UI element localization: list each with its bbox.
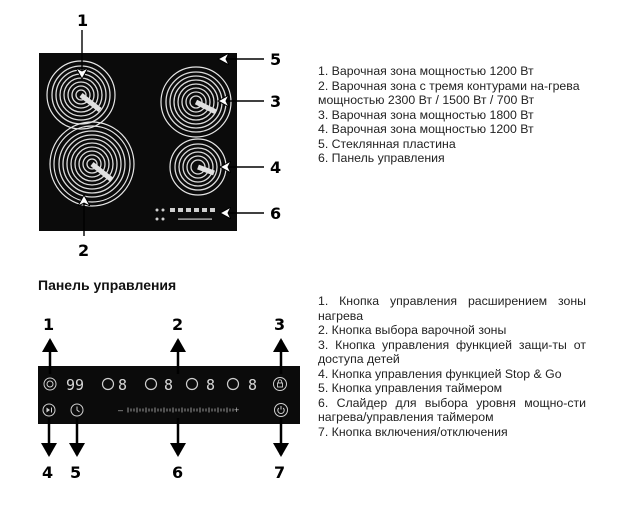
callout-1: 1	[77, 11, 88, 30]
panel-legend: 1. Кнопка управления расширением зоны на…	[318, 294, 586, 439]
power-button[interactable]	[274, 403, 288, 417]
zone-display-3: 8	[206, 376, 215, 394]
panel-legend-item-2: 2. Кнопка выбора варочной зоны	[318, 323, 507, 337]
zone-select-button-4[interactable]	[226, 377, 240, 391]
zone-display-2: 8	[164, 376, 173, 394]
cooktop-legend-item-3: 3. Варочная зона мощностью 1800 Вт	[318, 107, 534, 122]
callout-4: 4	[270, 158, 281, 177]
panel-legend-item-6: 6. Слайдер для выбора уровня мощно-сти н…	[318, 395, 586, 425]
control-panel	[38, 366, 300, 424]
panel-callout-4: 4	[42, 463, 53, 482]
zone-display-4: 8	[248, 376, 257, 394]
panel-callouts: 1 2 3 4 5 6 7	[41, 315, 289, 482]
timer-button[interactable]	[70, 403, 84, 417]
zone-display-1: 8	[118, 376, 127, 394]
callout-3: 3	[270, 92, 281, 111]
panel-callout-7: 7	[274, 463, 285, 482]
cooktop-glass-panel	[39, 53, 237, 231]
cooking-zone-4	[169, 138, 227, 196]
panel-legend-item-7: 7. Кнопка включения/отключения	[318, 424, 508, 439]
zone-select-button-3[interactable]	[185, 377, 199, 391]
child-lock-button[interactable]	[273, 377, 287, 391]
zone-select-button-2[interactable]	[144, 377, 158, 391]
panel-legend-item-5: 5. Кнопка управления таймером	[318, 381, 503, 395]
panel-legend-item-1: 1. Кнопка управления расширением зоны на…	[318, 294, 586, 323]
panel-callout-6: 6	[172, 463, 183, 482]
panel-section-title: Панель управления	[38, 277, 177, 293]
panel-callout-3: 3	[274, 315, 285, 334]
callout-6: 6	[270, 204, 281, 223]
cooktop-legend-item-5: 5. Стеклянная пластина	[318, 136, 456, 151]
cooktop-legend: 1. Варочная зона мощностью 1200 Вт 2. Ва…	[318, 64, 600, 166]
callout-5: 5	[270, 50, 281, 69]
panel-callout-1: 1	[43, 315, 54, 334]
cooktop-callouts: 1 2 3 4 5 6	[77, 11, 281, 260]
slider-minus-label: –	[118, 405, 123, 415]
stop-go-button[interactable]	[42, 403, 56, 417]
cooktop-legend-item-4: 4. Варочная зона мощностью 1200 Вт	[318, 122, 534, 136]
cooking-zone-1	[46, 60, 116, 130]
cooking-zone-2	[49, 121, 135, 207]
slider-plus-label: +	[234, 405, 239, 415]
zone-select-button-1[interactable]	[101, 377, 115, 391]
panel-legend-item-3: 3. Кнопка управления функцией защи-ты от…	[318, 337, 586, 367]
callout-2: 2	[78, 241, 89, 260]
cooktop-legend-item-6: 6. Панель управления	[318, 151, 445, 165]
panel-legend-item-4: 4. Кнопка управления функцией Stop & Go	[318, 366, 562, 381]
panel-callout-5: 5	[70, 463, 81, 482]
timer-display: 99	[66, 376, 84, 394]
cooktop-control-strip	[155, 208, 215, 221]
panel-callout-2: 2	[172, 315, 183, 334]
cooktop-legend-item-1: 1. Варочная зона мощностью 1200 Вт	[318, 64, 534, 78]
bridge-zone-button[interactable]	[43, 377, 57, 391]
power-slider[interactable]: – +	[118, 405, 239, 415]
cooktop-legend-item-2: 2. Варочная зона с тремя контурами на-гр…	[318, 78, 580, 108]
